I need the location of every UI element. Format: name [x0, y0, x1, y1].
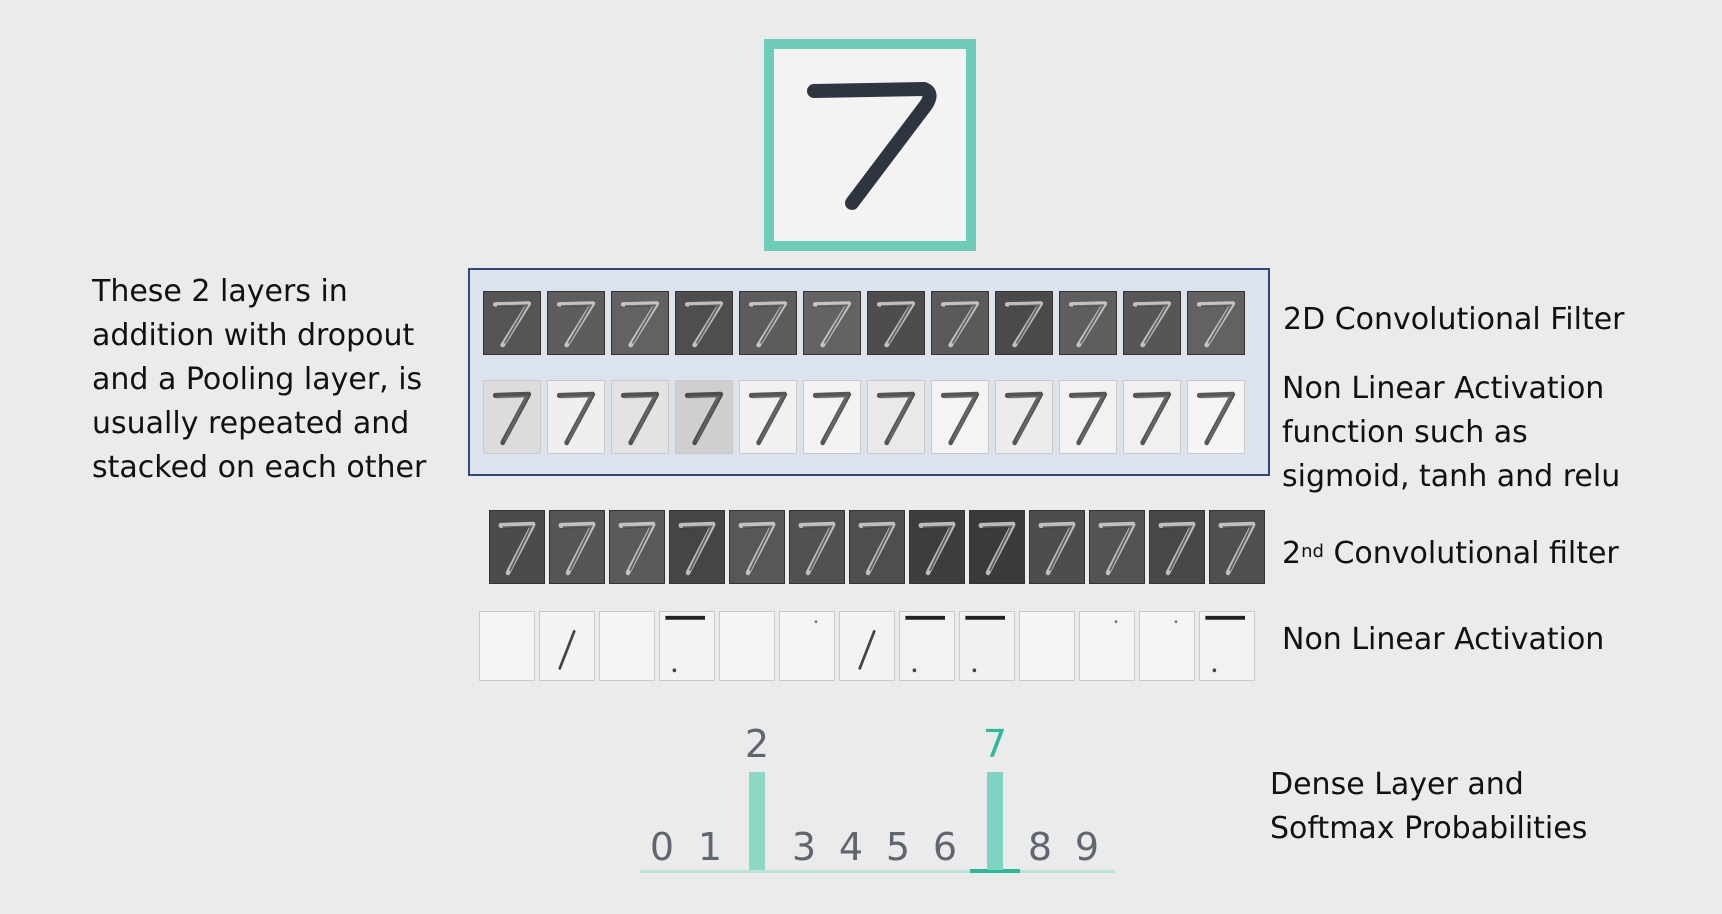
feature-map-tile	[995, 291, 1053, 355]
feature-map-tile	[867, 380, 925, 454]
feature-map-tile	[931, 291, 989, 355]
feature-map-tile	[1089, 510, 1145, 584]
feature-map-tile	[549, 510, 605, 584]
feature-map-tile	[1059, 380, 1117, 454]
feature-map-tile	[1029, 510, 1085, 584]
conv2-label: 2nd Convolutional filter	[1282, 532, 1619, 576]
feature-map-tile	[483, 291, 541, 355]
conv1-label: 2D Convolutional Filter	[1283, 302, 1625, 337]
feature-map-tile	[479, 611, 535, 681]
conv1-feature-maps	[483, 291, 1251, 355]
conv2-feature-maps	[489, 510, 1269, 584]
softmax-digit-7: 7	[982, 722, 1008, 766]
feature-map-tile	[489, 510, 545, 584]
feature-map-tile	[729, 510, 785, 584]
softmax-bar-7	[987, 772, 1003, 870]
note-line: and a Pooling layer, is	[92, 362, 423, 397]
feature-map-tile	[547, 291, 605, 355]
feature-map-tile	[803, 380, 861, 454]
feature-map-tile	[779, 611, 835, 681]
softmax-bar-2	[749, 772, 765, 870]
act1-label: Non Linear Activation function such as s…	[1282, 367, 1620, 499]
feature-map-tile	[483, 380, 541, 454]
feature-map-tile	[931, 380, 989, 454]
feature-map-tile	[1019, 611, 1075, 681]
feature-map-tile	[539, 611, 595, 681]
feature-map-tile	[1199, 611, 1255, 681]
feature-map-tile	[1209, 510, 1265, 584]
feature-map-tile	[719, 611, 775, 681]
softmax-digit-9: 9	[1074, 825, 1100, 869]
feature-map-tile	[1123, 291, 1181, 355]
feature-map-tile	[547, 380, 605, 454]
softmax-highlight-underline	[970, 869, 1020, 873]
dense-label: Dense Layer and Softmax Probabilities	[1270, 763, 1587, 851]
dense-line: Dense Layer and	[1270, 767, 1524, 802]
feature-map-tile	[969, 510, 1025, 584]
feature-map-tile	[609, 510, 665, 584]
conv2-prefix: 2	[1282, 536, 1302, 571]
conv2-rest: Convolutional filter	[1323, 536, 1619, 571]
act1-line: Non Linear Activation	[1282, 371, 1605, 406]
feature-map-tile	[1149, 510, 1205, 584]
feature-map-tile	[803, 291, 861, 355]
feature-map-tile	[959, 611, 1015, 681]
feature-map-tile	[839, 611, 895, 681]
feature-map-tile	[1139, 611, 1195, 681]
softmax-digit-0: 0	[649, 825, 675, 869]
feature-map-tile	[1059, 291, 1117, 355]
act2-label: Non Linear Activation	[1282, 622, 1605, 657]
act1-line: sigmoid, tanh and relu	[1282, 459, 1621, 494]
act2-feature-maps	[479, 611, 1259, 681]
feature-map-tile	[739, 291, 797, 355]
digit-seven-icon	[807, 82, 937, 210]
feature-map-tile	[675, 291, 733, 355]
feature-map-tile	[611, 291, 669, 355]
note-line: stacked on each other	[92, 450, 427, 485]
act1-line: function such as	[1282, 415, 1528, 450]
feature-map-tile	[1187, 380, 1245, 454]
feature-map-tile	[659, 611, 715, 681]
feature-map-tile	[849, 510, 905, 584]
feature-map-tile	[1079, 611, 1135, 681]
act1-feature-maps	[483, 380, 1251, 454]
conv2-superscript: nd	[1301, 541, 1324, 562]
feature-map-tile	[995, 380, 1053, 454]
feature-map-tile	[675, 380, 733, 454]
dense-line: Softmax Probabilities	[1270, 811, 1588, 846]
feature-map-tile	[899, 611, 955, 681]
softmax-digit-4: 4	[838, 825, 864, 869]
softmax-baseline	[640, 870, 1115, 873]
feature-map-tile	[1187, 291, 1245, 355]
feature-map-tile	[599, 611, 655, 681]
feature-map-tile	[789, 510, 845, 584]
softmax-digit-5: 5	[885, 825, 911, 869]
feature-map-tile	[1123, 380, 1181, 454]
softmax-digit-3: 3	[791, 825, 817, 869]
note-line: addition with dropout	[92, 318, 415, 353]
note-line: usually repeated and	[92, 406, 410, 441]
softmax-digit-8: 8	[1027, 825, 1053, 869]
feature-map-tile	[739, 380, 797, 454]
feature-map-tile	[669, 510, 725, 584]
feature-map-tile	[867, 291, 925, 355]
feature-map-tile	[909, 510, 965, 584]
softmax-digit-1: 1	[697, 825, 723, 869]
feature-map-tile	[611, 380, 669, 454]
note-line: These 2 layers in	[92, 274, 348, 309]
input-image	[764, 39, 976, 251]
softmax-digit-2: 2	[744, 722, 770, 766]
softmax-digit-6: 6	[932, 825, 958, 869]
layer-stack-note: These 2 layers in addition with dropout …	[92, 270, 452, 490]
